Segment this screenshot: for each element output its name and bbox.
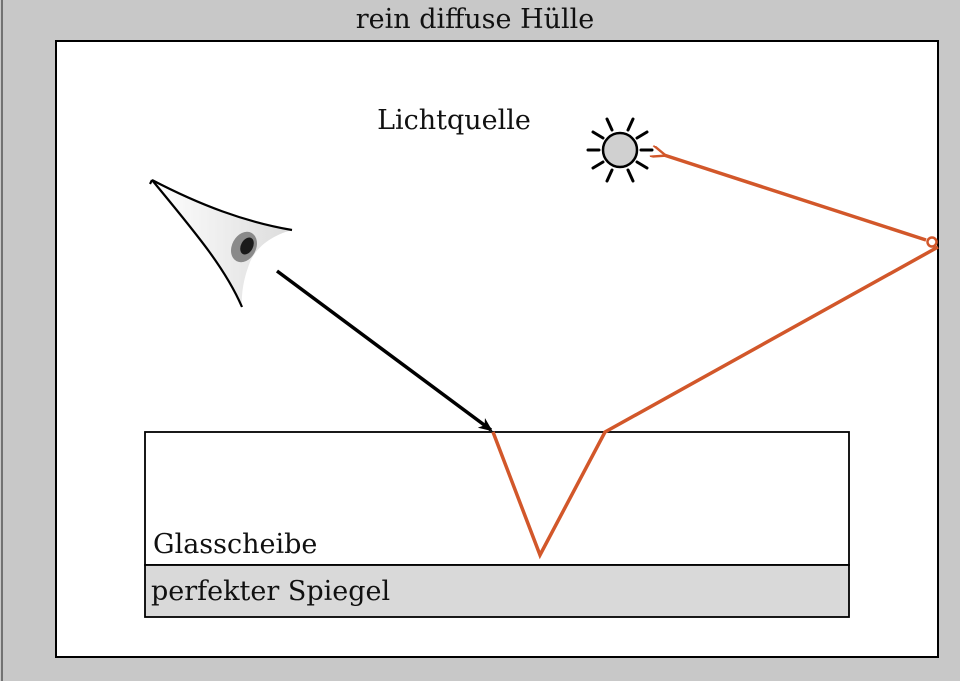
glass-pane bbox=[144, 431, 850, 566]
light-source-label: Lichtquelle bbox=[377, 105, 531, 136]
glass-label: Glasscheibe bbox=[153, 529, 317, 560]
viewing-ray bbox=[275, 269, 493, 432]
perfect-mirror bbox=[144, 564, 850, 618]
enclosure-hit-point bbox=[926, 236, 938, 248]
mirror-label: perfekter Spiegel bbox=[151, 576, 390, 607]
reflected-light-path bbox=[491, 245, 939, 560]
eye-icon bbox=[149, 179, 293, 308]
light-source-ray bbox=[664, 155, 927, 242]
enclosure-label: rein diffuse Hülle bbox=[356, 4, 595, 35]
sun-icon bbox=[586, 117, 654, 183]
